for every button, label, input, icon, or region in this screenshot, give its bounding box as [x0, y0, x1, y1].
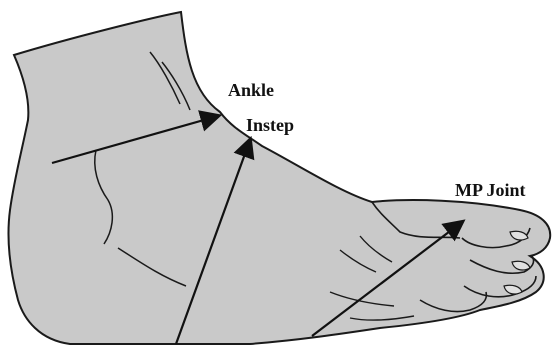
- instep-label: Instep: [246, 115, 294, 135]
- foot-outline: [8, 12, 550, 344]
- mp-joint-label: MP Joint: [455, 180, 526, 200]
- ankle-label: Ankle: [228, 80, 274, 100]
